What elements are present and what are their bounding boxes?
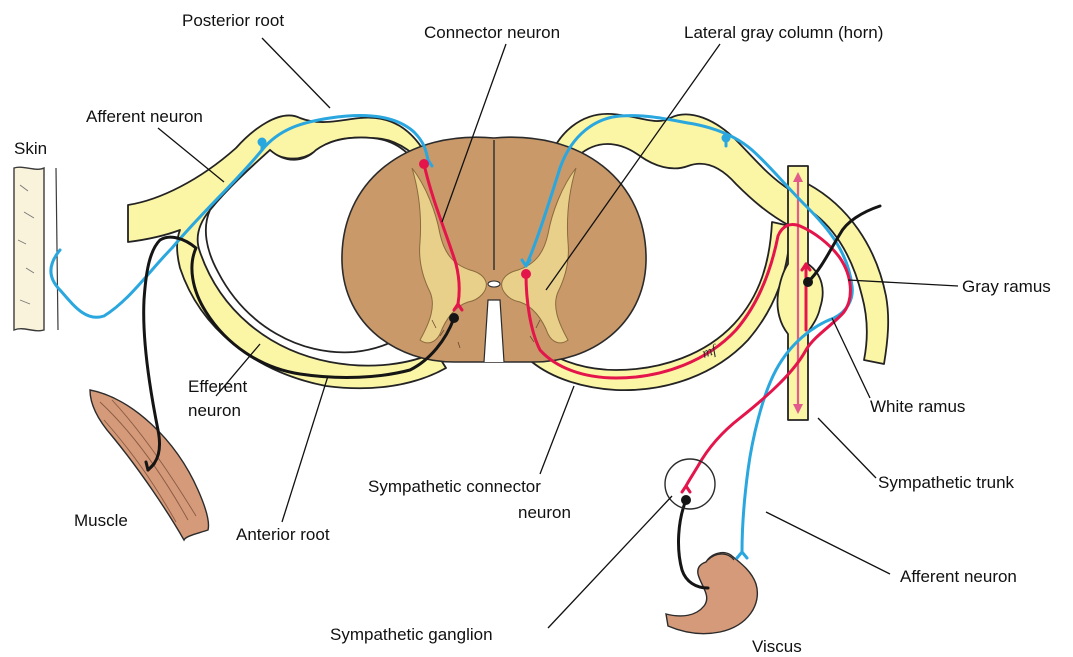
label-white-ramus: White ramus (870, 397, 965, 416)
label-muscle: Muscle (74, 511, 128, 530)
label-afferent-neuron-bottom: Afferent neuron (900, 567, 1017, 586)
label-skin: Skin (14, 139, 47, 158)
label-viscus: Viscus (752, 637, 802, 656)
label-sympathetic-trunk: Sympathetic trunk (878, 473, 1015, 492)
label-efferent-neuron-1: Efferent (188, 377, 248, 396)
label-posterior-root: Posterior root (182, 11, 284, 30)
label-connector-neuron: Connector neuron (424, 23, 560, 42)
label-sympathetic-ganglion: Sympathetic ganglion (330, 625, 493, 644)
label-lateral-gray-column: Lateral gray column (horn) (684, 23, 883, 42)
label-sympathetic-connector-1: Sympathetic connector (368, 477, 541, 496)
label-efferent-neuron-2: neuron (188, 401, 241, 420)
label-anterior-root: Anterior root (236, 525, 330, 544)
spinal-cord (342, 137, 646, 362)
skin-tissue (14, 167, 58, 331)
label-afferent-neuron-top: Afferent neuron (86, 107, 203, 126)
label-gray-ramus: Gray ramus (962, 277, 1051, 296)
label-sympathetic-connector-2: neuron (518, 503, 571, 522)
